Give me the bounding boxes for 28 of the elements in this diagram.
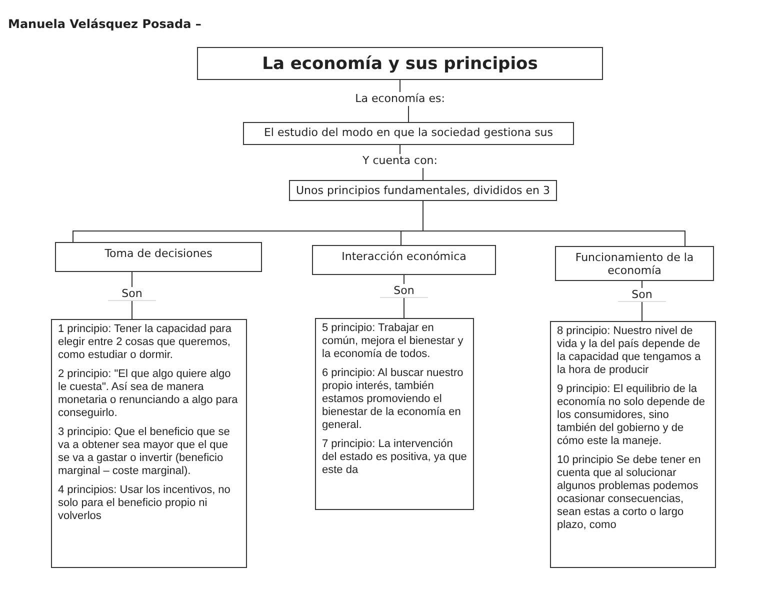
principle-text: 1 principio: Tener la capacidad para elegir entre 2 cosas que queremos, como estudiar o dormir. [58, 323, 232, 362]
title-box: La economía y sus principios [197, 47, 603, 80]
principle-text: 4 principios: Usar los incentivos, no solo para el beneficio propio ni volverlos [58, 484, 232, 523]
connector-label: Son [380, 284, 428, 298]
principle-text: 5 principio: Trabajar en común, mejora el bienestar y la economía de todos. [322, 322, 464, 361]
definition-box: El estudio del modo en que la sociedad gestiona sus [243, 122, 574, 145]
connector-label: Son [618, 288, 666, 302]
category-box: Interacción económica [312, 245, 496, 275]
category-box: Funcionamiento de la economía [555, 246, 714, 281]
connector-label: Son [108, 287, 156, 301]
principle-text: 10 principio Se debe tener en cuenta que al solucionar algunos problemas podemos ocasionar consecuencias, sean estas a corto o largo plazo, como [557, 454, 702, 532]
principle-text: 6 principio: Al buscar nuestro propio interés, también estamos promoviendo el bienestar de la economía en general. [322, 367, 464, 432]
connector-label: Y cuenta con: [330, 154, 470, 168]
principles-box [51, 319, 247, 568]
principles-box [315, 318, 474, 510]
process-box: Unos principios fundamentales, divididos en 3 [289, 180, 557, 201]
connector-line [408, 106, 409, 122]
connector-line [422, 200, 686, 246]
connector-label: La economía es: [330, 92, 470, 106]
principle-text: 3 principio: Que el beneficio que se va a obtener sea mayor que el que se va a gastar o invertir (beneficio marginal – coste marginal). [58, 426, 231, 478]
principle-text: 8 principio: Nuestro nivel de vida y la del país depende de la capacidad que tengamos a la hora de producir [557, 325, 702, 377]
author-name: Manuela Velásquez Posada – [8, 17, 202, 31]
connector-line [422, 168, 424, 180]
category-box: Toma de decisiones [55, 242, 262, 272]
principles-box [550, 321, 716, 568]
principle-text: 2 principio: "El que algo quiere algo le cuesta". Así sea de manera monetaria o renunciando a algo para conseguirlo. [58, 368, 239, 420]
principle-text: 9 principio: El equilibrio de la economía no solo depende de los consumidores, sino también del gobierno y de cómo este la maneje. [557, 383, 706, 448]
principle-text: 7 principio: La intervención del estado es positiva, ya que este da [322, 438, 467, 477]
